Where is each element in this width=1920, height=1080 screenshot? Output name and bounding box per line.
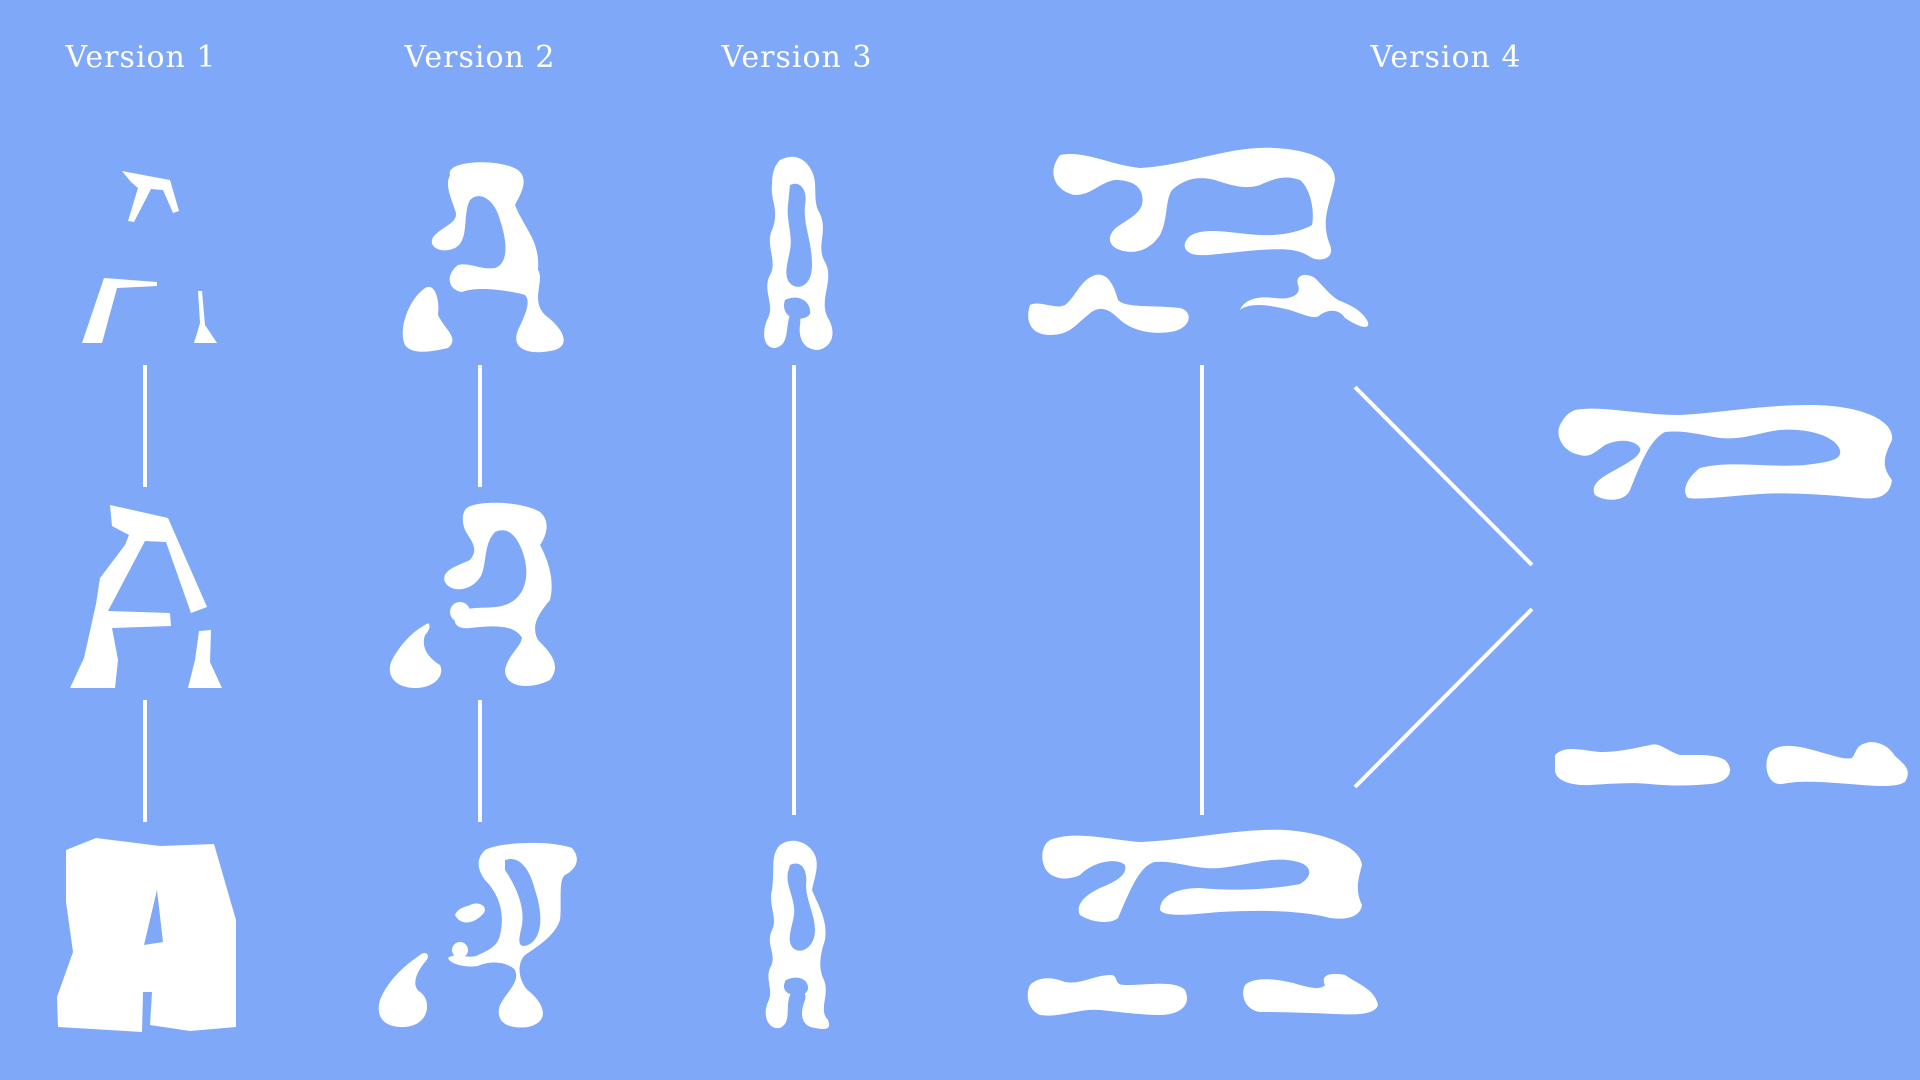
version-1-glyph-bottom bbox=[57, 838, 236, 1032]
version-3-glyph-bottom bbox=[765, 840, 830, 1030]
version-2-glyph-top bbox=[402, 162, 564, 353]
version-2-connector-bottom bbox=[478, 700, 482, 822]
version-1-connector-top bbox=[143, 365, 147, 487]
version-1-glyph-middle bbox=[70, 505, 222, 688]
version-4-connector-diagonal-lower bbox=[1353, 607, 1534, 789]
version-2-glyph-middle bbox=[389, 502, 555, 688]
version-4-glyph-top bbox=[1028, 147, 1369, 335]
version-3-connector bbox=[792, 365, 796, 815]
version-3-glyph-top bbox=[764, 156, 833, 350]
version-4-connector-diagonal-upper bbox=[1353, 385, 1534, 567]
version-2-glyph-bottom bbox=[378, 842, 577, 1028]
version-1-label: Version 1 bbox=[65, 40, 217, 75]
version-4-label: Version 4 bbox=[1370, 40, 1522, 75]
version-2-connector-top bbox=[478, 365, 482, 487]
version-4-glyph-right-top bbox=[1558, 405, 1893, 500]
version-4-glyph-bottom bbox=[1027, 829, 1378, 1016]
version-4-glyph-right-bottom bbox=[1555, 742, 1908, 786]
version-3-label: Version 3 bbox=[721, 40, 873, 75]
version-1-connector-bottom bbox=[143, 700, 147, 822]
version-4-connector-vertical bbox=[1200, 365, 1204, 815]
version-1-glyph-top bbox=[82, 171, 217, 343]
version-2-label: Version 2 bbox=[404, 40, 556, 75]
